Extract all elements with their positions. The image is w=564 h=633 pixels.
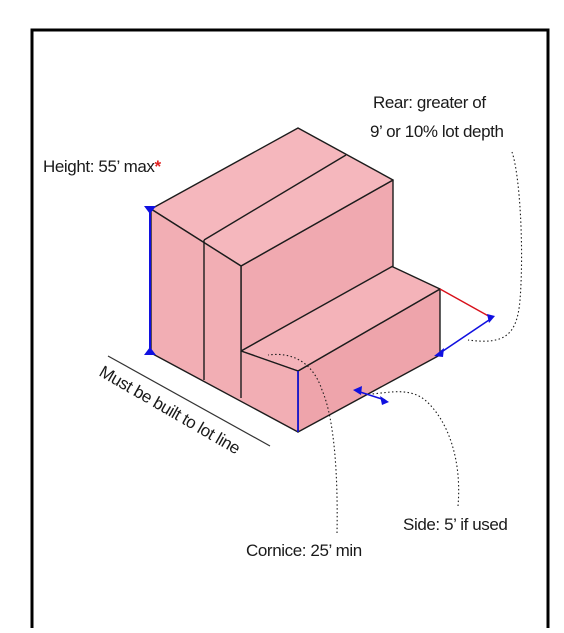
diagram-frame [30, 28, 550, 628]
labels: Rear: greater of 9’ or 10% lot depth Hei… [43, 93, 508, 560]
side-arrow-left [353, 386, 362, 395]
rear-arrow-end [487, 314, 495, 323]
rear-setback-blue-line [439, 317, 493, 354]
side-label: Side: 5’ if used [403, 515, 507, 534]
height-arrow-bottom [144, 347, 156, 355]
side-arrow-right [380, 396, 389, 405]
height-label: Height: 55’ max* [43, 157, 161, 176]
cornice-leader [267, 353, 338, 534]
leader-lines [267, 151, 523, 534]
side-setback-line [356, 390, 386, 401]
lot-line [107, 355, 271, 447]
height-arrow-top [144, 206, 156, 214]
seam-top-front [203, 154, 347, 241]
rear-setback-line [439, 288, 493, 319]
building-massing [150, 127, 441, 433]
rear-leader [467, 151, 523, 342]
cornice-label: Cornice: 25’ min [246, 541, 362, 560]
height-label-text: Height: 55’ max [43, 157, 155, 176]
rear-label-line2: 9’ or 10% lot depth [370, 122, 504, 141]
dimension-markers [144, 206, 495, 432]
height-asterisk: * [154, 157, 161, 176]
rear-label-line1: Rear: greater of [373, 93, 486, 112]
rear-arrow-start [434, 348, 444, 357]
side-leader [371, 391, 460, 507]
